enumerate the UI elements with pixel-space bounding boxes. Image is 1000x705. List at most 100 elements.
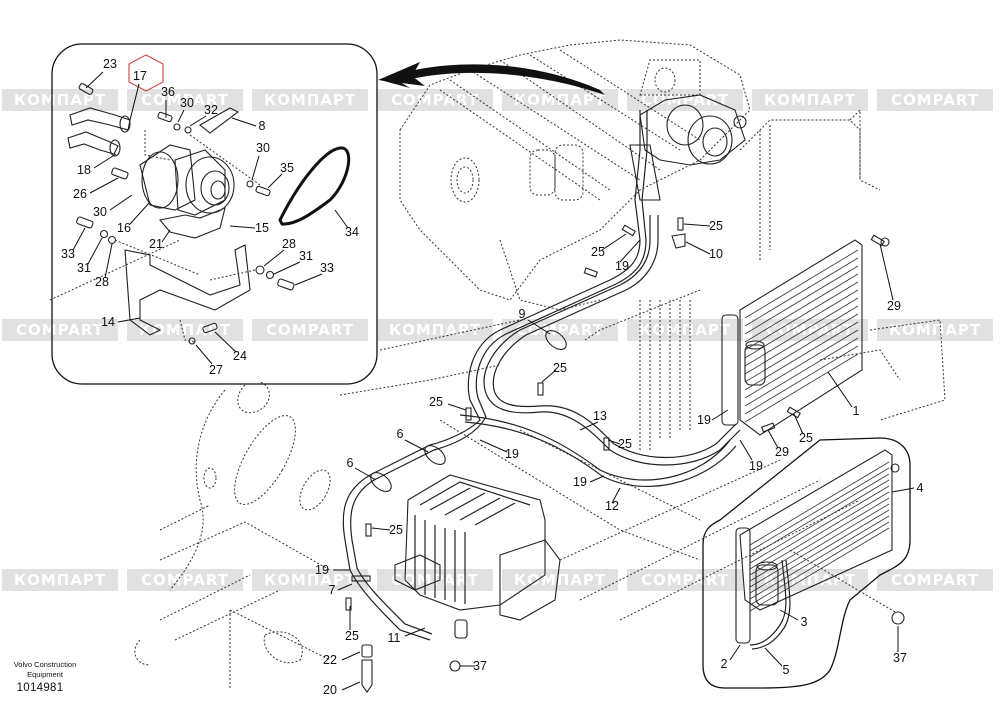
callout-label-l13: 13 [593, 409, 607, 423]
watermark-logo: COMPART [377, 89, 493, 111]
frame-outline [49, 239, 861, 690]
highlight-marker [128, 54, 164, 92]
leader-line [195, 344, 213, 365]
callout-label-l6b: 6 [347, 456, 354, 470]
leader-line [267, 173, 283, 189]
callout-label-l1: 1 [853, 404, 860, 418]
leader-line [87, 237, 103, 265]
watermark-logo: COMPART [2, 319, 118, 341]
manufacturer-line2: Equipment [27, 670, 63, 679]
callout-label-l12: 12 [605, 499, 619, 513]
callout-label-l22: 22 [323, 653, 337, 667]
leader-line [891, 487, 915, 493]
leader-line [685, 241, 711, 255]
callout-label-l19a: 19 [615, 259, 629, 273]
callout-label-l15: 15 [255, 221, 269, 235]
leader-line [109, 194, 133, 211]
leader-line [827, 371, 853, 408]
callout-label-l25f: 25 [799, 431, 813, 445]
radiator-frame [584, 108, 946, 450]
leader-line [93, 153, 117, 169]
watermark-text: COMPART [16, 321, 104, 339]
leader-line [611, 487, 621, 504]
watermark-text: COMPART [641, 571, 729, 589]
callout-label-l35: 35 [280, 161, 294, 175]
leader-line [214, 331, 237, 353]
callout-label-l4: 4 [917, 481, 924, 495]
leader-line [72, 227, 86, 251]
callout-label-l31b: 31 [299, 249, 313, 263]
callout-label-l11: 11 [388, 631, 401, 645]
callout-label-l26: 26 [73, 187, 87, 201]
watermark-text: КОМПАРТ [264, 571, 356, 589]
watermark-logo: КОМПАРТ [252, 569, 368, 591]
callout-label-l37a: 37 [473, 659, 487, 673]
watermark-text: COMPART [266, 321, 354, 339]
leader-line [589, 475, 605, 483]
leader-line [404, 627, 426, 637]
callout-label-l10: 10 [709, 247, 723, 261]
callout-label-l21: 21 [149, 237, 163, 251]
callout-label-l5: 5 [783, 663, 790, 677]
callout-label-l17: 17 [133, 69, 147, 83]
callout-label-l30a: 30 [180, 96, 194, 110]
leader-line [189, 115, 207, 127]
callout-label-l20: 20 [323, 683, 337, 697]
leader-line [764, 647, 783, 667]
callout-label-l25h: 25 [345, 629, 359, 643]
leader-line [161, 229, 171, 243]
callout-label-l29a: 29 [887, 299, 901, 313]
leader-line [89, 177, 119, 194]
leader-line [129, 83, 140, 121]
leader-line [177, 109, 185, 123]
watermark-logo: COMPART [252, 319, 368, 341]
callout-label-l19f: 19 [315, 563, 329, 577]
watermark-logo: КОМПАРТ [377, 319, 493, 341]
callout-label-l9: 9 [519, 307, 526, 321]
callout-label-l25d: 25 [429, 395, 443, 409]
leader-line [779, 609, 799, 621]
callout-label-l28a: 28 [95, 275, 109, 289]
leader-line [117, 317, 141, 323]
leader-line [371, 527, 391, 531]
leader-line [619, 239, 641, 263]
leader-line [601, 233, 627, 251]
callout-label-l2: 2 [721, 657, 728, 671]
callout-label-l24: 24 [233, 349, 247, 363]
watermark-logo: COMPART [627, 569, 743, 591]
condenser-fins [749, 461, 890, 612]
callout-label-l33a: 33 [61, 247, 75, 261]
watermark-text: КОМПАРТ [514, 571, 606, 589]
watermark-text: КОМПАРТ [639, 321, 731, 339]
watermark-text: КОМПАРТ [889, 321, 981, 339]
watermark-logo: COMPART [752, 319, 868, 341]
leader-line [231, 117, 257, 127]
watermark-text: COMPART [391, 91, 479, 109]
callout-label-l31a: 31 [77, 261, 91, 275]
ac-hoses [342, 110, 741, 641]
callout-label-l6a: 6 [397, 427, 404, 441]
callout-label-l23: 23 [103, 57, 117, 71]
leader-line [683, 223, 711, 227]
callout-label-l32: 32 [204, 103, 218, 117]
leader-line [294, 273, 323, 286]
leader-line [129, 201, 151, 225]
leader-line [354, 467, 377, 481]
arrow-icon [380, 64, 605, 95]
leader-lines [72, 71, 915, 691]
callout-label-l18: 18 [77, 163, 91, 177]
callout-label-l19c: 19 [505, 447, 519, 461]
watermark-logo: КОМПАРТ [627, 319, 743, 341]
leader-line [85, 71, 104, 89]
callout-label-l33b: 33 [320, 261, 334, 275]
watermark-logo: COMPART [627, 89, 743, 111]
callout-label-l30c: 30 [93, 205, 107, 219]
grommets [370, 330, 567, 492]
leader-line [251, 155, 260, 181]
callout-label-l8: 8 [259, 119, 266, 133]
watermark-logo: КОМПАРТ [252, 89, 368, 111]
watermark-logo: КОМПАРТ [502, 89, 618, 111]
watermark-text: COMPART [891, 91, 979, 109]
